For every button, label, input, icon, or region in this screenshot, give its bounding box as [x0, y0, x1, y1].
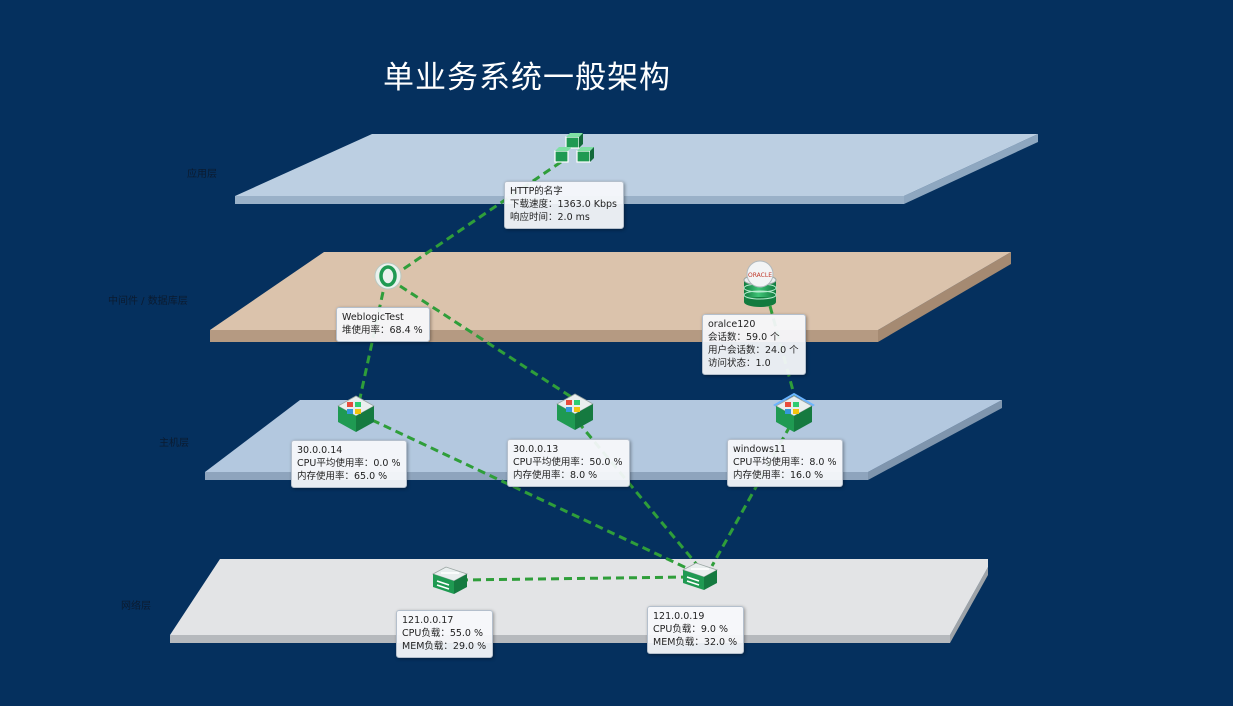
weblogic-name: WeblogicTest	[342, 312, 404, 323]
host1-cpu: CPU平均使用率：0.0 %	[297, 458, 401, 469]
app-layer-plane	[235, 134, 1038, 204]
windows-server-icon-2[interactable]	[556, 393, 594, 430]
link-weblogic-host2	[399, 284, 577, 402]
middleware-layer-plane	[210, 252, 1011, 342]
network-switch-icon-2[interactable]	[681, 562, 719, 590]
http-name: HTTP的名字	[510, 186, 563, 197]
http-response-time: 响应时间：2.0 ms	[510, 212, 590, 223]
switch2-mem-load: MEM负载：32.0 %	[653, 637, 738, 648]
host2-name: 30.0.0.13	[513, 444, 559, 455]
host2-cpu: CPU平均使用率：50.0 %	[513, 457, 623, 468]
host3-memory: 内存使用率：16.0 %	[733, 470, 824, 481]
network-layer-plane	[170, 559, 988, 643]
switch1-mem-load: MEM负载：29.0 %	[402, 641, 487, 652]
host-layer-label: 主机层	[159, 438, 189, 449]
http-download-speed: 下载速度：1363.0 Kbps	[510, 199, 618, 210]
http-node-tooltip[interactable]: HTTP的名字 下载速度：1363.0 Kbps 响应时间：2.0 ms	[504, 181, 625, 229]
host3-cpu: CPU平均使用率：8.0 %	[733, 457, 837, 468]
oracle-database-icon[interactable]: ORACLE	[743, 260, 777, 307]
host1-memory: 内存使用率：65.0 %	[297, 471, 388, 482]
oracle-node-tooltip[interactable]: oralce120 会话数：59.0 个 用户会话数：24.0 个 访问状态：1…	[702, 314, 806, 375]
host3-name: windows11	[733, 444, 787, 455]
switch1-cpu-load: CPU负载：55.0 %	[402, 628, 484, 639]
host2-memory: 内存使用率：8.0 %	[513, 470, 598, 481]
diagram-title: 单业务系统一般架构	[383, 60, 671, 96]
weblogic-ring-icon[interactable]	[374, 262, 402, 290]
windows-server-icon-3[interactable]	[773, 392, 815, 432]
switch2-cpu-load: CPU负载：9.0 %	[653, 624, 728, 635]
windows-server-icon-1[interactable]	[337, 395, 375, 432]
middleware-layer-label: 中间件 / 数据库层	[108, 296, 188, 307]
link-http-weblogic	[395, 160, 562, 276]
application-cubes-icon[interactable]	[554, 133, 594, 163]
oracle-icon-label: ORACLE	[748, 272, 772, 279]
weblogic-node-tooltip[interactable]: WeblogicTest 堆使用率：68.4 %	[336, 307, 430, 342]
oracle-access-status: 访问状态：1.0	[708, 358, 771, 369]
oracle-user-sessions: 用户会话数：24.0 个	[708, 345, 799, 356]
weblogic-heap-usage: 堆使用率：68.4 %	[342, 325, 423, 336]
app-layer-label: 应用层	[187, 169, 217, 180]
oracle-name: oralce120	[708, 319, 756, 330]
host1-name: 30.0.0.14	[297, 445, 343, 456]
link-host1-sw2	[371, 418, 696, 574]
switch2-node-tooltip[interactable]: 121.0.0.19 CPU负载：9.0 % MEM负载：32.0 %	[647, 606, 745, 654]
host3-node-tooltip[interactable]: windows11 CPU平均使用率：8.0 % 内存使用率：16.0 %	[727, 439, 844, 487]
switch1-name: 121.0.0.17	[402, 615, 454, 626]
host1-node-tooltip[interactable]: 30.0.0.14 CPU平均使用率：0.0 % 内存使用率：65.0 %	[291, 440, 408, 488]
host2-node-tooltip[interactable]: 30.0.0.13 CPU平均使用率：50.0 % 内存使用率：8.0 %	[507, 439, 630, 487]
switch1-node-tooltip[interactable]: 121.0.0.17 CPU负载：55.0 % MEM负载：29.0 %	[396, 610, 494, 658]
switch2-name: 121.0.0.19	[653, 611, 705, 622]
oracle-sessions: 会话数：59.0 个	[708, 332, 780, 343]
network-layer-label: 网络层	[121, 601, 151, 612]
network-switch-icon-1[interactable]	[431, 566, 469, 594]
